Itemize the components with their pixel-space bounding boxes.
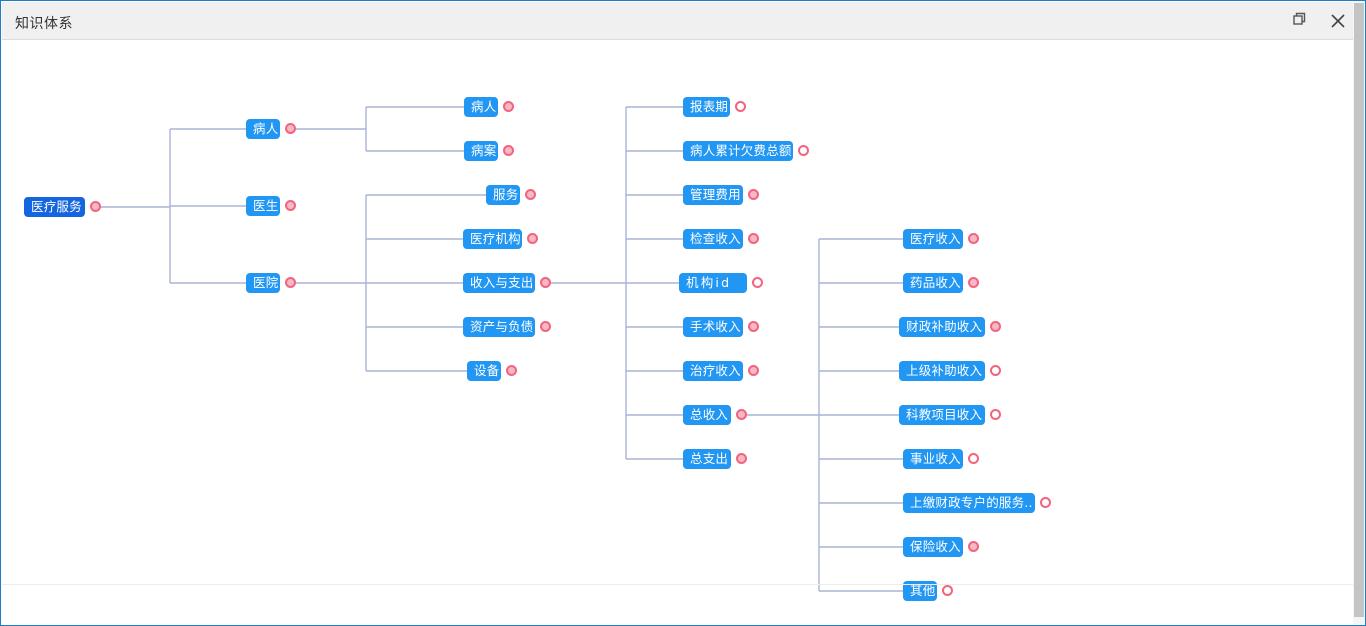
tree-node-toggle-dot[interactable] xyxy=(748,365,759,376)
close-icon[interactable] xyxy=(1325,10,1351,34)
tree-node[interactable]: 财政补助收入 xyxy=(899,317,985,337)
mindmap-canvas: 医疗服务 病人医生医院 病人病案服务医疗机构收入与支出资产与负债设备 报表期病人累计欠… xyxy=(2,40,1354,625)
tree-node[interactable]: 报表期 xyxy=(683,97,730,117)
tree-node-toggle-dot[interactable] xyxy=(748,189,759,200)
tree-node-toggle-dot[interactable] xyxy=(736,409,747,420)
tree-node[interactable]: 检查收入 xyxy=(683,229,743,249)
tree-node-toggle-dot[interactable] xyxy=(968,453,979,464)
tree-node[interactable]: 病人累计欠费总额 xyxy=(683,141,793,161)
tree-node-toggle-dot[interactable] xyxy=(990,321,1001,332)
tree-node[interactable]: 机构id xyxy=(679,273,747,293)
tree-node-toggle-dot[interactable] xyxy=(798,145,809,156)
tree-node[interactable]: 设备 xyxy=(467,361,501,381)
tree-node[interactable]: 药品收入 xyxy=(903,273,963,293)
tree-node[interactable]: 医院 xyxy=(246,273,280,293)
tree-node[interactable]: 医疗机构 xyxy=(463,229,522,249)
tree-node-toggle-dot[interactable] xyxy=(525,189,536,200)
tree-node-toggle-dot[interactable] xyxy=(285,123,296,134)
restore-window-icon[interactable] xyxy=(1285,10,1311,34)
tree-node-toggle-dot[interactable] xyxy=(527,233,538,244)
tree-node[interactable]: 病人 xyxy=(464,97,498,117)
tree-node[interactable]: 服务 xyxy=(486,185,520,205)
tree-node-toggle-dot[interactable] xyxy=(752,277,763,288)
tree-node[interactable]: 治疗收入 xyxy=(683,361,743,381)
tree-node-toggle-dot[interactable] xyxy=(736,453,747,464)
tree-node-toggle-dot[interactable] xyxy=(285,277,296,288)
tree-node[interactable]: 保险收入 xyxy=(903,537,963,557)
tree-node[interactable]: 总支出 xyxy=(683,449,731,469)
tree-node[interactable]: 病人 xyxy=(246,119,280,139)
tree-node-toggle-dot[interactable] xyxy=(503,145,514,156)
tree-node[interactable]: 事业收入 xyxy=(903,449,963,469)
tree-node-toggle-dot[interactable] xyxy=(968,277,979,288)
tree-node-toggle-dot[interactable] xyxy=(503,101,514,112)
tree-node[interactable]: 收入与支出 xyxy=(463,273,535,293)
tree-link-layer xyxy=(101,106,903,592)
tree-node-toggle-dot[interactable] xyxy=(540,277,551,288)
tree-node-toggle-dot[interactable] xyxy=(540,321,551,332)
tree-node[interactable]: 病案 xyxy=(464,141,498,161)
tree-node[interactable]: 医疗服务 xyxy=(24,197,85,217)
tree-node[interactable]: 总收入 xyxy=(683,405,731,425)
tree-node-toggle-dot[interactable] xyxy=(942,585,953,596)
tree-node-toggle-dot[interactable] xyxy=(748,233,759,244)
tree-node[interactable]: 医疗收入 xyxy=(903,229,963,249)
tree-node-toggle-dot[interactable] xyxy=(968,541,979,552)
tree-node[interactable]: 上缴财政专户的服务.. xyxy=(903,493,1035,513)
tree-node-toggle-dot[interactable] xyxy=(90,201,101,212)
tree-node[interactable]: 其他 xyxy=(903,581,937,601)
tree-node-toggle-dot[interactable] xyxy=(748,321,759,332)
window-title: 知识体系 xyxy=(15,16,73,32)
tree-node-toggle-dot[interactable] xyxy=(506,365,517,376)
tree-node[interactable]: 资产与负债 xyxy=(463,317,535,337)
tree-node-toggle-dot[interactable] xyxy=(990,409,1001,420)
tree-node[interactable]: 管理费用 xyxy=(683,185,743,205)
title-bar: 知识体系 xyxy=(2,2,1354,40)
tree-node-toggle-dot[interactable] xyxy=(1040,497,1051,508)
tree-node-toggle-dot[interactable] xyxy=(990,365,1001,376)
vertical-scrollbar[interactable] xyxy=(1353,1,1365,625)
vertical-scrollbar-thumb[interactable] xyxy=(1354,3,1364,617)
tree-node[interactable]: 医生 xyxy=(246,196,280,216)
tree-node[interactable]: 手术收入 xyxy=(683,317,743,337)
tree-node-toggle-dot[interactable] xyxy=(285,200,296,211)
tree-node-toggle-dot[interactable] xyxy=(735,101,746,112)
tree-node[interactable]: 科教项目收入 xyxy=(899,405,985,425)
tree-node[interactable]: 上级补助收入 xyxy=(899,361,985,381)
tree-node-toggle-dot[interactable] xyxy=(968,233,979,244)
canvas-divider xyxy=(2,584,1354,585)
